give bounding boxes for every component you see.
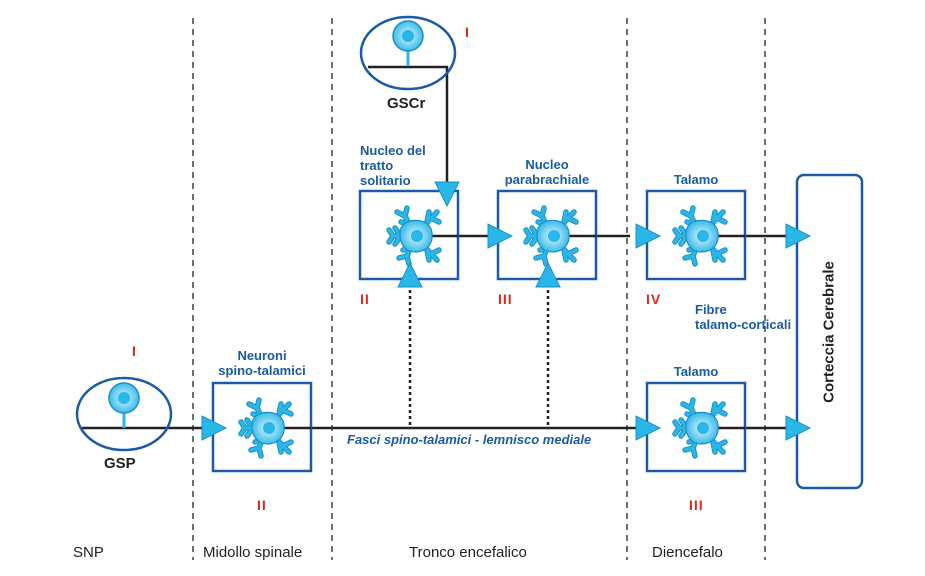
order-parabrachiale: III <box>498 291 513 307</box>
order-talamo-top: IV <box>646 291 662 307</box>
region-label-midollo: Midollo spinale <box>203 544 303 561</box>
arrow-to-talamo-top <box>635 223 662 249</box>
cortex-label: Corteccia Cerebrale <box>820 261 838 403</box>
nucleus-spinotalamici-label: Neuroni spino-talamici <box>218 348 306 378</box>
region-label-tronco: Tronco encefalico <box>409 544 527 561</box>
gscr-axon <box>368 65 449 182</box>
nucleus-box-spinotalamici[interactable] <box>211 381 313 473</box>
nucleus-talamo-bottom-label: Talamo <box>673 364 719 379</box>
order-gsp: I <box>132 343 137 359</box>
order-talamo-bottom: III <box>689 497 704 513</box>
ganglion-gscr-label: GSCr <box>387 95 426 112</box>
nucleus-parabrachiale-label: Nucleo parabrachiale <box>504 157 590 187</box>
cortex-box[interactable] <box>795 173 864 490</box>
ganglion-gsp[interactable] <box>75 376 173 452</box>
nucleus-solitario-label: Nucleo del tratto solitario <box>360 143 426 188</box>
fibre-talamo-corticali-label: Fibre talamo-corticali <box>695 302 792 332</box>
arrow-to-spinotalamici <box>201 415 228 441</box>
arrow-collateral-parabrachiale <box>535 261 561 288</box>
fasci-label: Fasci spino-talamici - lemnisco mediale <box>347 432 592 447</box>
arrow-collateral-solitario <box>397 261 423 288</box>
nucleus-box-talamo-bottom[interactable] <box>645 381 747 473</box>
arrow-to-parabrachiale <box>487 223 514 249</box>
order-solitario: II <box>360 291 370 307</box>
ganglion-gsp-label: GSP <box>104 455 136 472</box>
ganglion-gscr[interactable] <box>359 15 457 91</box>
arrow-to-cortex-bottom <box>785 415 812 441</box>
arrow-gscr-to-solitario <box>434 181 460 208</box>
nucleus-box-talamo-top[interactable] <box>645 189 747 281</box>
region-label-diencefalo: Diencefalo <box>652 544 723 561</box>
region-label-snp: SNP <box>73 544 104 561</box>
region-dividers <box>192 18 766 560</box>
nucleus-talamo-top-label: Talamo <box>673 172 719 187</box>
order-gscr: I <box>465 24 470 40</box>
arrow-to-cortex-top <box>785 223 812 249</box>
arrow-to-talamo-bottom <box>635 415 662 441</box>
order-spinotalamici: II <box>257 497 267 513</box>
